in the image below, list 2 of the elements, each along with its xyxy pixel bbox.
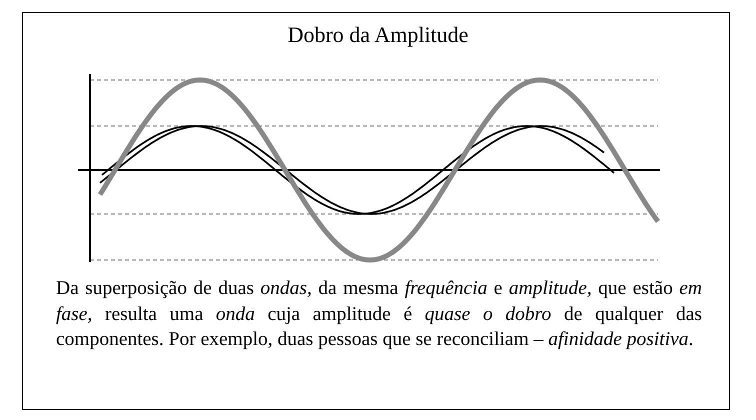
- caption-text: Da superposição de duas ondas, da mesma frequência e amplitude, que estão em fase, resulta uma onda cuja amplitude é quase o dobro de qualquer das componentes. Por exemplo, duas pessoas que se reconciliam – afinidade positiva.: [56, 277, 702, 352]
- diagram-title: Dobro da Amplitude: [286, 22, 470, 48]
